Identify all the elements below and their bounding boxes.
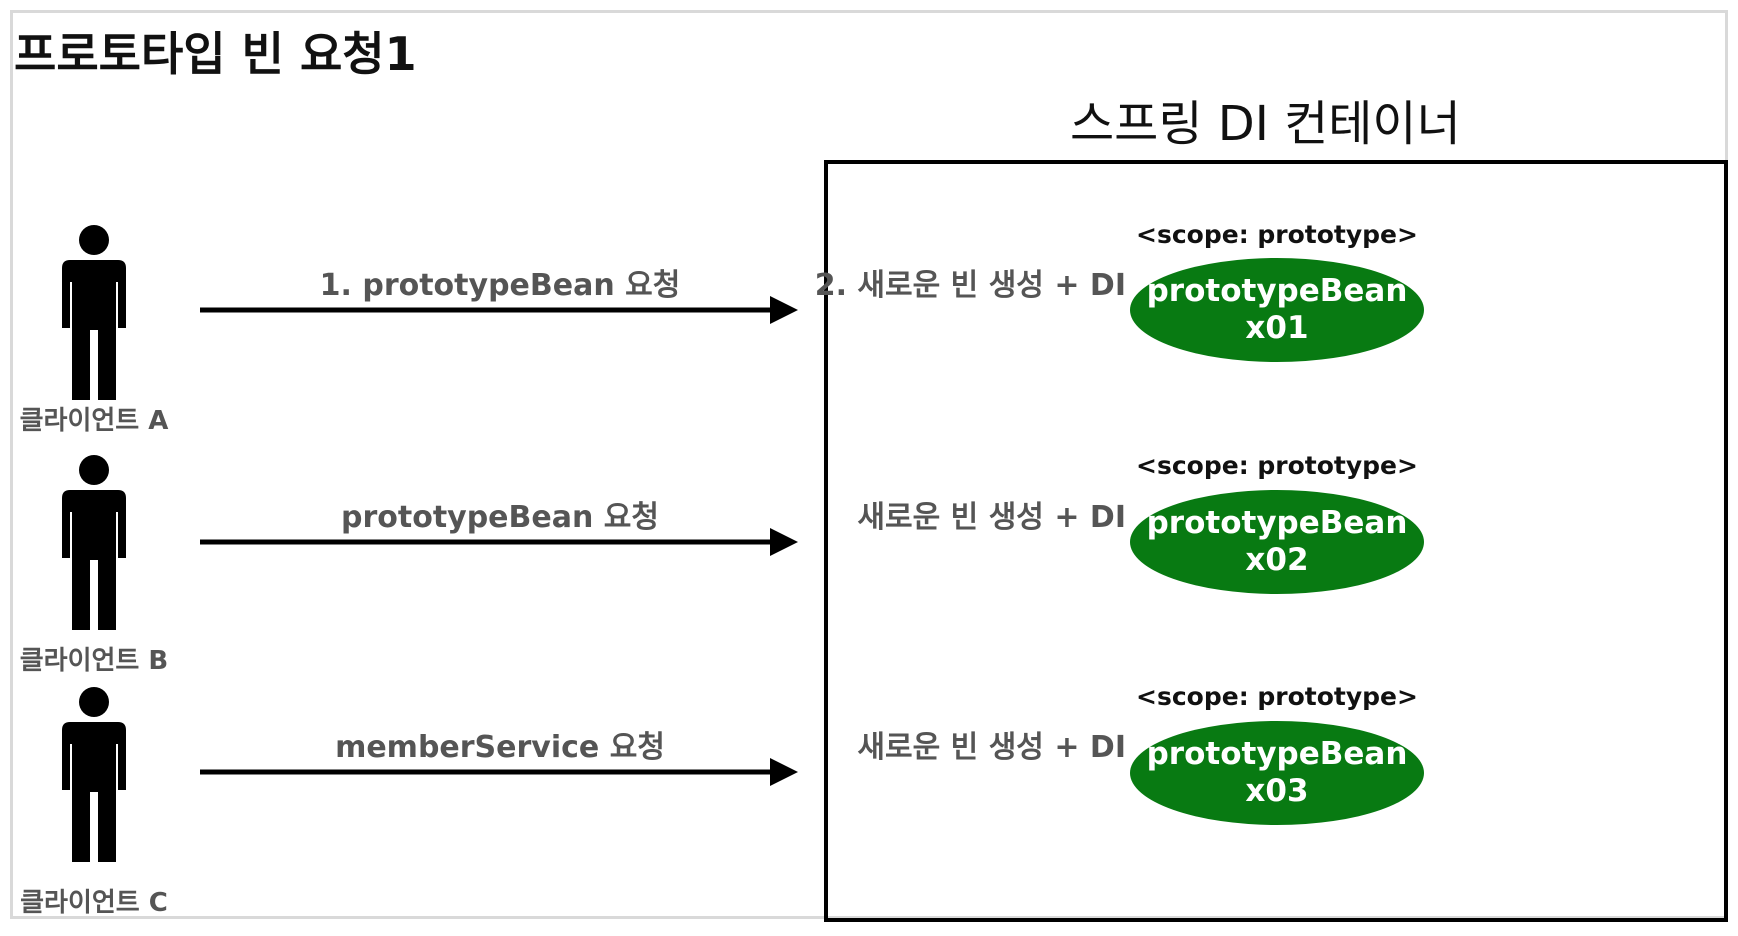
scope-label: <scope: prototype>	[1136, 682, 1418, 711]
prototype-bean-x03: prototypeBean x03	[1130, 721, 1424, 825]
client-label: 클라이언트 B	[19, 646, 169, 676]
page-title: 프로토타입 빈 요청1	[14, 27, 417, 81]
container-title: 스프링 DI 컨테이너	[1070, 96, 1461, 152]
step-label-3: 새로운 빈 생성 + DI	[857, 730, 1126, 765]
arrow-right-icon	[200, 528, 798, 556]
scope-label: <scope: prototype>	[1136, 220, 1418, 249]
bean-name: prototypeBean	[1146, 505, 1408, 541]
arrow-right-icon	[200, 758, 798, 786]
bean-id: x03	[1245, 773, 1309, 809]
step-label-1: 2. 새로운 빈 생성 + DI	[814, 268, 1126, 303]
person-icon	[62, 225, 126, 400]
bean-id: x02	[1245, 542, 1309, 578]
client-b: 클라이언트 B	[14, 454, 174, 676]
client-label: 클라이언트 A	[19, 406, 169, 436]
bean-id: x01	[1245, 310, 1309, 346]
arrow-right-icon	[200, 296, 798, 324]
person-icon	[62, 687, 126, 862]
request-label-3: memberService 요청	[335, 730, 665, 765]
request-label-2: prototypeBean 요청	[340, 500, 659, 535]
di-container-box	[824, 160, 1728, 922]
bean-name: prototypeBean	[1146, 273, 1408, 309]
step-label-2: 새로운 빈 생성 + DI	[857, 500, 1126, 535]
request-label-1: 1. prototypeBean 요청	[319, 268, 681, 303]
prototype-bean-x01: prototypeBean x01	[1130, 258, 1424, 362]
person-icon	[62, 455, 126, 630]
prototype-bean-x02: prototypeBean x02	[1130, 490, 1424, 594]
bean-name: prototypeBean	[1146, 736, 1408, 772]
client-label: 클라이언트 C	[20, 888, 168, 918]
scope-label: <scope: prototype>	[1136, 451, 1418, 480]
client-c: 클라이언트 C	[14, 686, 174, 918]
client-a: 클라이언트 A	[14, 224, 174, 436]
